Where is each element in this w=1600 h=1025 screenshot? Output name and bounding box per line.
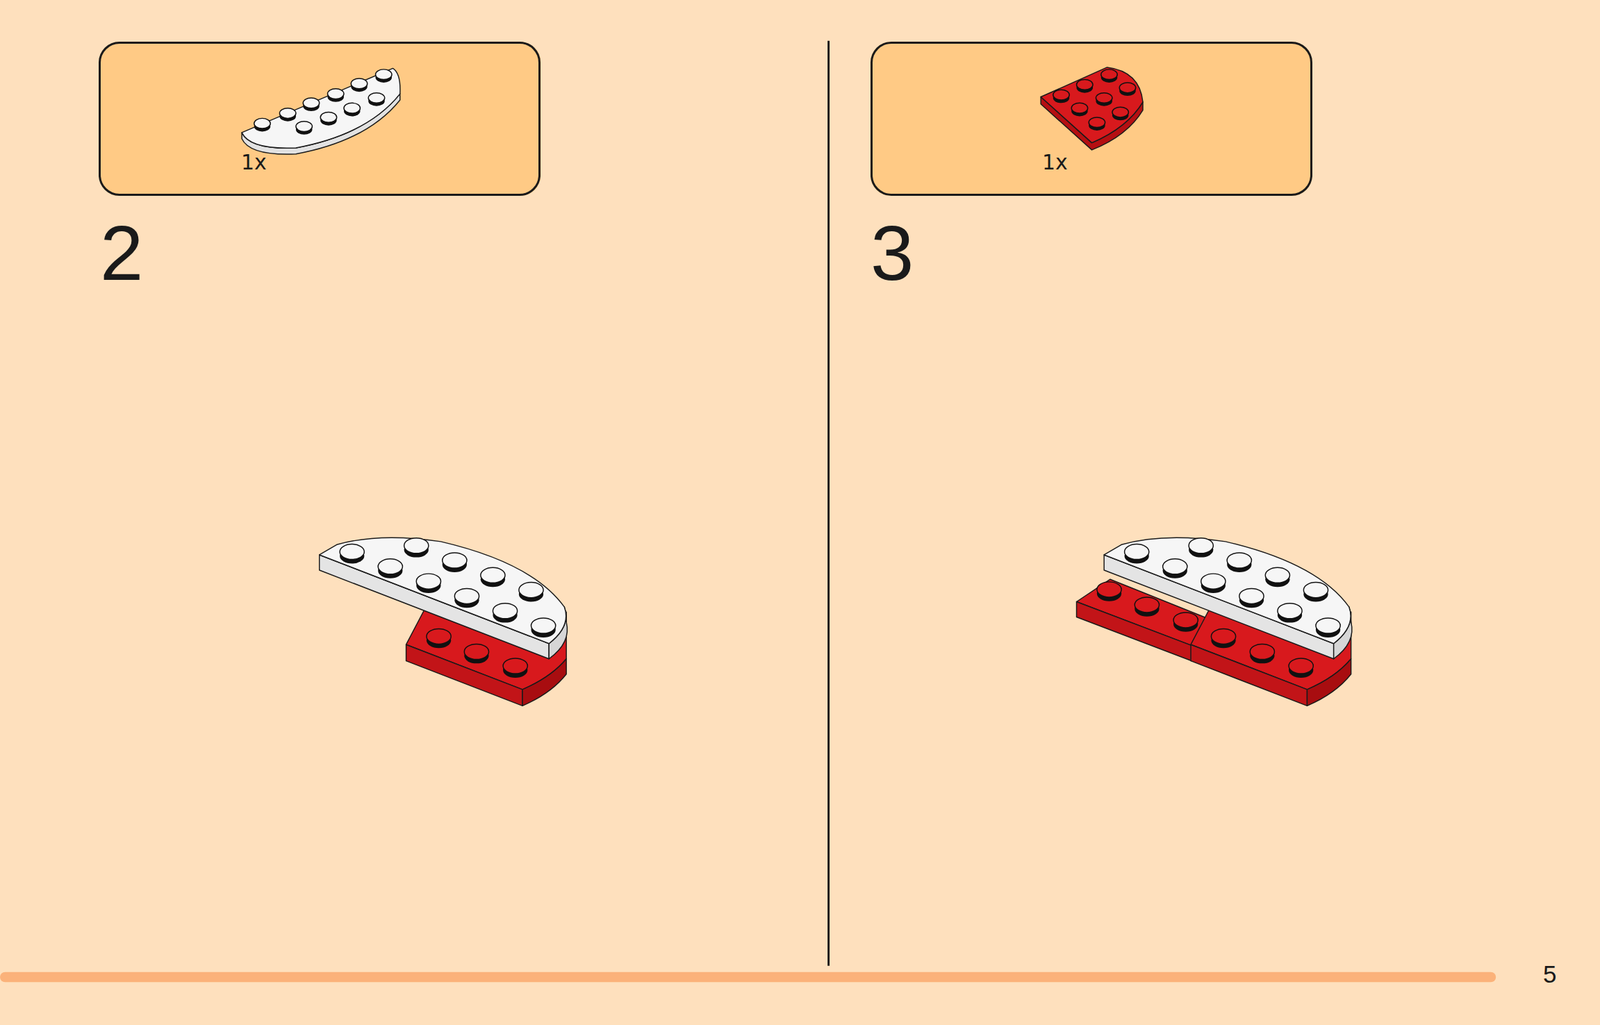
stud-top	[1112, 106, 1129, 118]
stud-top	[1119, 82, 1136, 94]
stud-top	[1277, 603, 1302, 620]
stud-top	[1239, 588, 1264, 604]
stud-top	[1071, 102, 1088, 114]
stud-top	[1265, 567, 1290, 583]
stud-top	[1210, 628, 1236, 645]
stud-top	[339, 544, 365, 560]
stud-top	[1097, 582, 1122, 598]
stud-top	[320, 112, 337, 123]
page-divider	[827, 40, 830, 967]
stud-top	[343, 102, 361, 114]
stud-top	[1201, 573, 1226, 590]
white-half-round-plate-part	[241, 68, 401, 155]
part-count: 1x	[241, 150, 267, 174]
parts-box: 1x	[870, 41, 1313, 196]
stud-top	[454, 588, 479, 604]
part-count: 1x	[1042, 150, 1068, 174]
stud-top	[1173, 612, 1198, 629]
stud-top	[1188, 538, 1214, 554]
stud-top	[254, 118, 271, 129]
stud-top	[480, 567, 506, 583]
stud-top	[1076, 79, 1094, 91]
stud-top	[416, 573, 441, 590]
stud-top	[279, 108, 296, 119]
parts-box-fill	[870, 41, 1313, 196]
step-number: 3	[870, 214, 914, 293]
stud-top	[442, 553, 467, 569]
stud-top	[1163, 559, 1188, 575]
red-corner-plate-part	[1040, 67, 1143, 151]
stud-top	[1315, 618, 1341, 634]
stud-top	[1088, 117, 1106, 128]
stud-top	[518, 582, 544, 599]
stud-top	[295, 121, 313, 133]
page-number: 5	[1543, 962, 1557, 987]
stud-top	[492, 603, 517, 620]
stud-top	[368, 93, 385, 104]
stud-top	[350, 78, 368, 89]
step-number: 2	[100, 214, 144, 293]
stud-top	[1134, 597, 1159, 613]
stud-top	[375, 69, 393, 80]
stud-top	[1095, 93, 1113, 104]
stud-top	[1101, 69, 1118, 80]
stud-top	[1226, 553, 1252, 569]
progress-bar	[0, 972, 1496, 984]
parts-box-fill	[98, 41, 541, 196]
stud-top	[404, 538, 429, 554]
stud-top	[327, 88, 344, 100]
parts-box: 1x	[98, 41, 541, 196]
step-3-white-plate	[1103, 537, 1352, 660]
stud-top	[426, 628, 451, 645]
stud-top	[1303, 582, 1328, 599]
stud-top	[530, 618, 556, 634]
stud-top	[377, 559, 403, 575]
stud-top	[1288, 658, 1314, 674]
stud-top	[1124, 544, 1150, 560]
step-2-white-plate	[319, 537, 568, 660]
stud-top	[1249, 644, 1275, 660]
stud-top	[1053, 89, 1070, 101]
stud-top	[464, 644, 489, 660]
stud-top	[302, 97, 320, 109]
stud-top	[502, 658, 528, 674]
